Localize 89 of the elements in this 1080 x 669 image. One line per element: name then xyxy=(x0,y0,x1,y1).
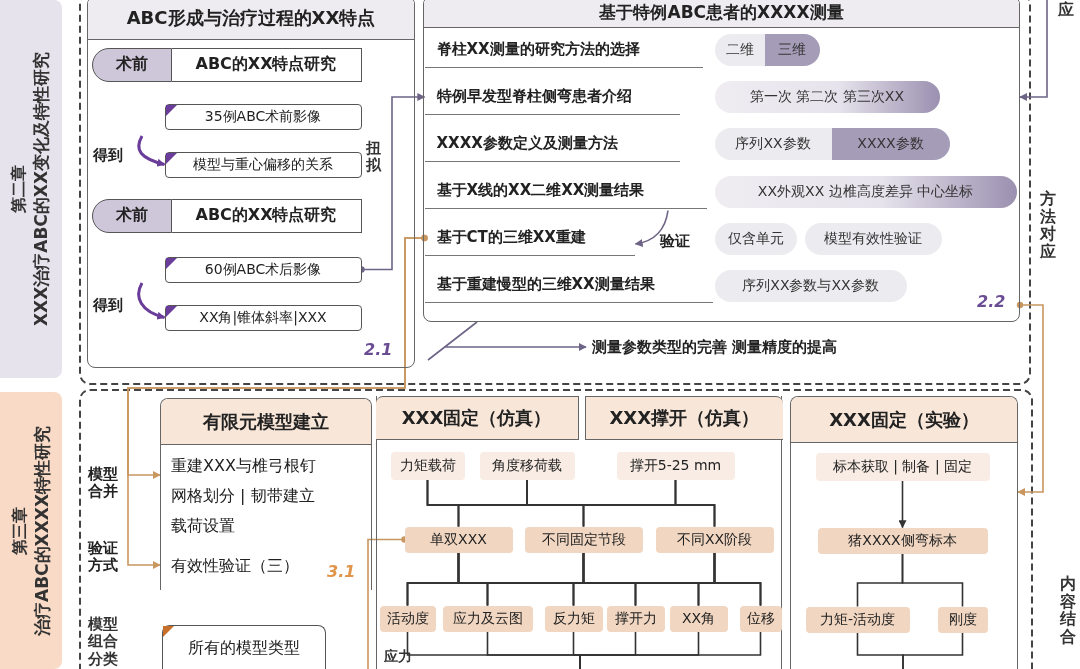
list-item: 重建XXX与椎弓根钉 xyxy=(171,456,316,477)
connector-arrow xyxy=(1016,301,1044,496)
tag-pill: XX外观XX 边椎高度差异 中心坐标 xyxy=(714,175,1017,208)
connector-line xyxy=(902,631,964,669)
section-heading: 脊柱XX测量的研究方法的选择 xyxy=(424,32,703,68)
list-item: 有效性验证（三） xyxy=(171,556,299,577)
note-text: 应力 xyxy=(384,648,412,666)
section-panel xyxy=(376,396,782,669)
connector-line xyxy=(579,630,762,669)
item-tag: 位移 xyxy=(739,605,782,632)
tag-pill: XXXX参数 xyxy=(831,127,950,160)
section-number: 2.1 xyxy=(364,340,393,359)
chapter-number: 第三章 xyxy=(9,506,29,555)
stage-tag: 术前 xyxy=(91,198,172,233)
panel-title: XXX撑开（仿真） xyxy=(584,396,783,440)
edge-label: 模型合并 xyxy=(88,466,118,501)
item-tag: 刚度 xyxy=(937,606,988,633)
edge-label: 得到 xyxy=(93,296,123,315)
connector-line xyxy=(713,551,762,607)
tag-pill: 三维 xyxy=(764,33,820,66)
connector-line xyxy=(674,478,716,528)
vertical-note: 方法对应 xyxy=(1040,190,1056,261)
item-tag: XX角 xyxy=(669,605,728,632)
stage-tag: 术前 xyxy=(91,47,172,82)
section-heading: 特例早发型脊柱侧弯患者介绍 xyxy=(424,79,680,115)
section-panel xyxy=(423,0,1020,322)
chapter-number: 第二章 xyxy=(9,165,29,213)
section-heading: 基于重建慢型的三维XX测量结果 xyxy=(424,267,713,303)
outcome-text: 测量参数类型的完善 测量精度的提高 xyxy=(592,335,892,359)
item-tag: 活动度 xyxy=(379,605,436,632)
edge-label: 验证 xyxy=(660,232,690,251)
topic-box: ABC的XX特点研究 xyxy=(171,198,362,233)
panel-title: 基于特例ABC患者的XXXX测量 xyxy=(424,0,1019,28)
item-tag: 力矩-活动度 xyxy=(805,606,910,633)
section-panel xyxy=(160,398,372,590)
chapter-title: XXX治疗ABC的XX变化及特性研究 xyxy=(30,51,52,327)
chapter-sidebar xyxy=(0,392,62,669)
item-tag: 角度移荷载 xyxy=(479,451,575,480)
tag-pill: 序列XX参数与XX参数 xyxy=(714,269,907,302)
category-box: 所有的模型类型 xyxy=(162,625,326,669)
vertical-note: 扭拟 xyxy=(366,140,381,173)
panel-title: XXX固定（实验） xyxy=(791,397,1017,443)
section-number: 2.2 xyxy=(977,292,1006,311)
panel-title: XXX固定（仿真） xyxy=(375,396,579,440)
chapter-sidebar xyxy=(0,0,62,378)
edge-label: 验证方式 xyxy=(88,540,118,575)
connector-arrow xyxy=(127,234,428,569)
item-tag: 标本获取 | 制备 | 固定 xyxy=(815,452,990,481)
section-number: 3.1 xyxy=(327,562,356,581)
connector-arrow xyxy=(1019,0,1048,101)
item-tag: 应力及云图 xyxy=(442,605,533,632)
section-panel xyxy=(790,396,1018,669)
result-box: 35例ABC术前影像 xyxy=(164,103,362,130)
item-tag: 力矩载荷 xyxy=(390,451,465,480)
item-tag: 不同固定节段 xyxy=(524,526,643,553)
tag-pill: 模型有效性验证 xyxy=(804,222,942,255)
connector-arrow xyxy=(137,135,166,167)
section-heading: 基于X线的XX二维XX测量结果 xyxy=(424,173,707,209)
vertical-note: 内容结合 xyxy=(1060,575,1076,646)
item-tag: 撑开5-25 mm xyxy=(616,451,735,480)
connector-arrow xyxy=(427,321,587,361)
panel-title: ABC形成与治疗过程的XX特点 xyxy=(88,0,414,40)
vertical-note: 模型组合分类 xyxy=(88,616,118,668)
item-tag: 撑开力 xyxy=(606,605,665,632)
item-tag: 反力矩 xyxy=(544,605,603,632)
chapter-title: 治疗ABC的XXXX特性研究 xyxy=(30,425,52,636)
topic-box: ABC的XX特点研究 xyxy=(171,47,362,82)
list-item: 载荷设置 xyxy=(171,516,235,537)
tag-pill: 仅含单元 xyxy=(714,222,797,255)
edge-label: 得到 xyxy=(93,146,123,165)
connector-arrow xyxy=(634,209,669,247)
section-heading: 基于CT的三维XX重建 xyxy=(424,220,635,256)
section-heading: XXXX参数定义及测量方法 xyxy=(424,126,680,162)
item-tag: 单双XXX xyxy=(404,526,513,553)
list-item: 网格划分 | 韧带建立 xyxy=(171,486,315,507)
result-box: 模型与重心偏移的关系 xyxy=(164,151,362,178)
panel-title: 有限元模型建立 xyxy=(161,399,371,445)
item-tag: 猪XXXX侧弯标本 xyxy=(817,527,988,554)
section-panel xyxy=(87,0,415,368)
tag-pill: 第一次 第二次 第三次XX xyxy=(714,80,940,113)
tag-pill: 序列XX参数 xyxy=(714,127,832,160)
tag-pill: 二维 xyxy=(714,33,765,66)
item-tag: 不同XX阶段 xyxy=(655,526,774,553)
result-box: XX角|锥体斜率|XXX xyxy=(164,304,362,331)
connector-arrow xyxy=(137,282,166,320)
result-box: 60例ABC术后影像 xyxy=(164,256,362,283)
connector-line xyxy=(901,552,964,608)
connector-arrow xyxy=(898,479,907,529)
vertical-note: 应 xyxy=(1058,1,1074,19)
